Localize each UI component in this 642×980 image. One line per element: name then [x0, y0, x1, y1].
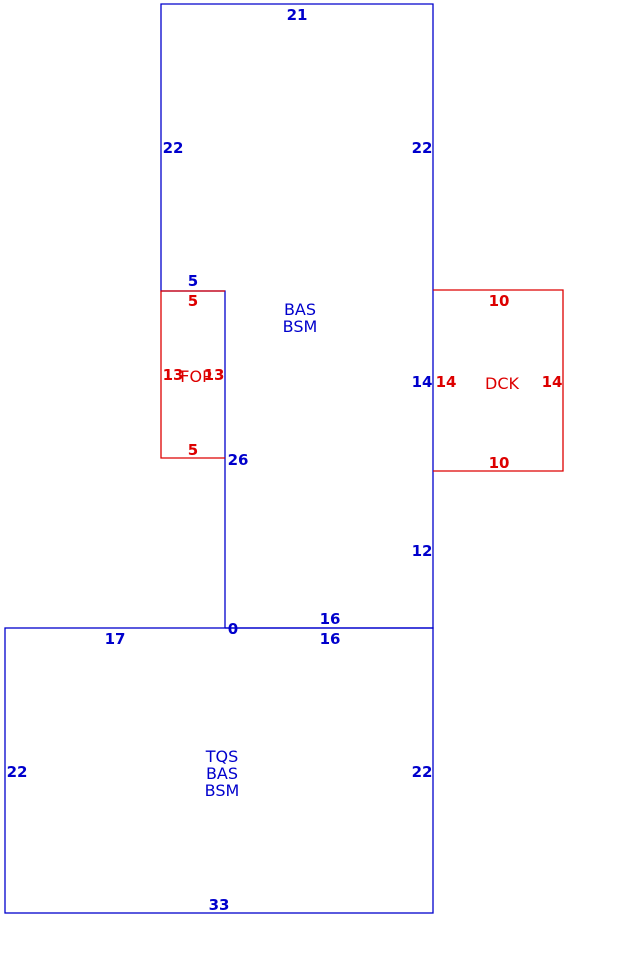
deck-dim-top: 10 [489, 292, 510, 310]
lower-area-label-line1: TQS [205, 747, 239, 766]
lower-area-label-line2: BAS [206, 764, 238, 783]
main-dim-right-lower: 12 [412, 542, 433, 560]
lower-area-label-line3: BSM [205, 781, 240, 800]
lower-dim-top-right: 16 [320, 630, 341, 648]
porch-dim-left: 13 [163, 366, 184, 384]
deck-dim-right: 14 [542, 373, 563, 391]
lower-dim-right: 22 [412, 763, 433, 781]
porch-dim-top: 5 [188, 292, 198, 310]
main-dim-left-upper: 22 [163, 139, 184, 157]
main-dim-notch-top: 5 [188, 272, 198, 290]
main-dim-deck-side: 14 [412, 373, 433, 391]
deck-outline [433, 289, 564, 472]
deck-label: DCK [485, 374, 519, 393]
porch-outline [160, 290, 225, 459]
lower-dim-left: 22 [7, 763, 28, 781]
deck-dim-bottom: 10 [489, 454, 510, 472]
main-dim-right-upper: 22 [412, 139, 433, 157]
main-dim-notch-side: 26 [228, 451, 249, 469]
porch-dim-right: 13 [204, 366, 225, 384]
main-area-label-line1: BAS [284, 300, 316, 319]
lower-structure-outline [4, 627, 434, 914]
main-dim-corner: 0 [228, 620, 238, 638]
porch-dim-bottom: 5 [188, 441, 198, 459]
deck-dim-left: 14 [436, 373, 457, 391]
lower-dim-bottom: 33 [209, 896, 230, 914]
lower-dim-top-left: 17 [105, 630, 126, 648]
main-area-label-line2: BSM [283, 317, 318, 336]
main-dim-bottom-join: 16 [320, 610, 341, 628]
porch-label: FOP [180, 367, 212, 386]
main-dim-top: 21 [287, 6, 308, 24]
